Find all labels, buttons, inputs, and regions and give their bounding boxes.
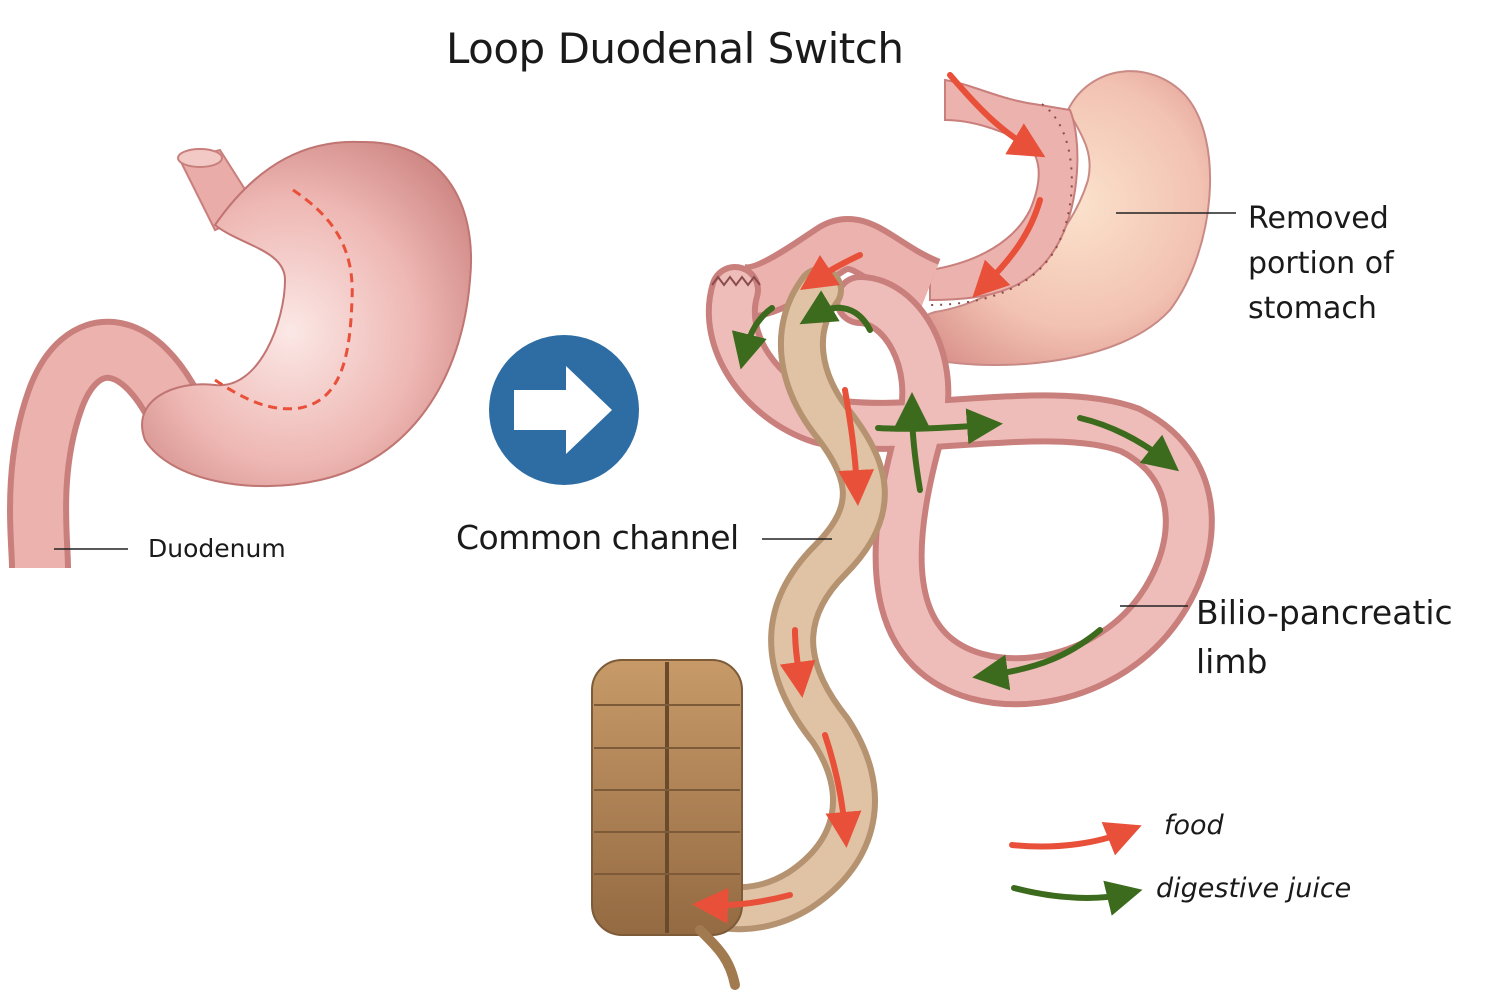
bilio-limb-label: Bilio-pancreatic limb	[1196, 588, 1453, 686]
food-arrows	[692, 72, 1046, 924]
juice-arrows	[731, 290, 1180, 691]
colon	[591, 659, 743, 990]
duodenum-label: Duodenum	[148, 534, 286, 563]
original-stomach	[7, 140, 472, 569]
legend-juice-arrow	[1011, 880, 1143, 916]
legend-food-label: food	[1164, 810, 1224, 841]
removed-portion-line-1: Removed	[1248, 201, 1389, 236]
appendix	[695, 925, 740, 990]
right-arrow-icon	[489, 335, 639, 485]
removed-portion-line-3: stomach	[1248, 291, 1377, 326]
bilio-limb-line-1: Bilio-pancreatic	[1196, 593, 1453, 632]
legend	[1009, 821, 1143, 916]
removed-stomach-portion	[911, 70, 1212, 366]
common-channel-label: Common channel	[456, 518, 739, 557]
legend-juice-label: digestive juice	[1156, 873, 1352, 904]
cut-line	[214, 188, 354, 411]
stomach-body	[141, 140, 472, 488]
diagram-title: Loop Duodenal Switch	[446, 24, 904, 73]
removed-portion-line-2: portion of	[1248, 246, 1394, 281]
limb-cut-edge	[711, 275, 761, 287]
removed-portion-label: Removed portion of stomach	[1248, 196, 1394, 331]
legend-food-arrow	[1009, 821, 1142, 856]
bilio-limb-line-2: limb	[1196, 642, 1268, 681]
loop-duodenal-switch	[591, 70, 1236, 990]
